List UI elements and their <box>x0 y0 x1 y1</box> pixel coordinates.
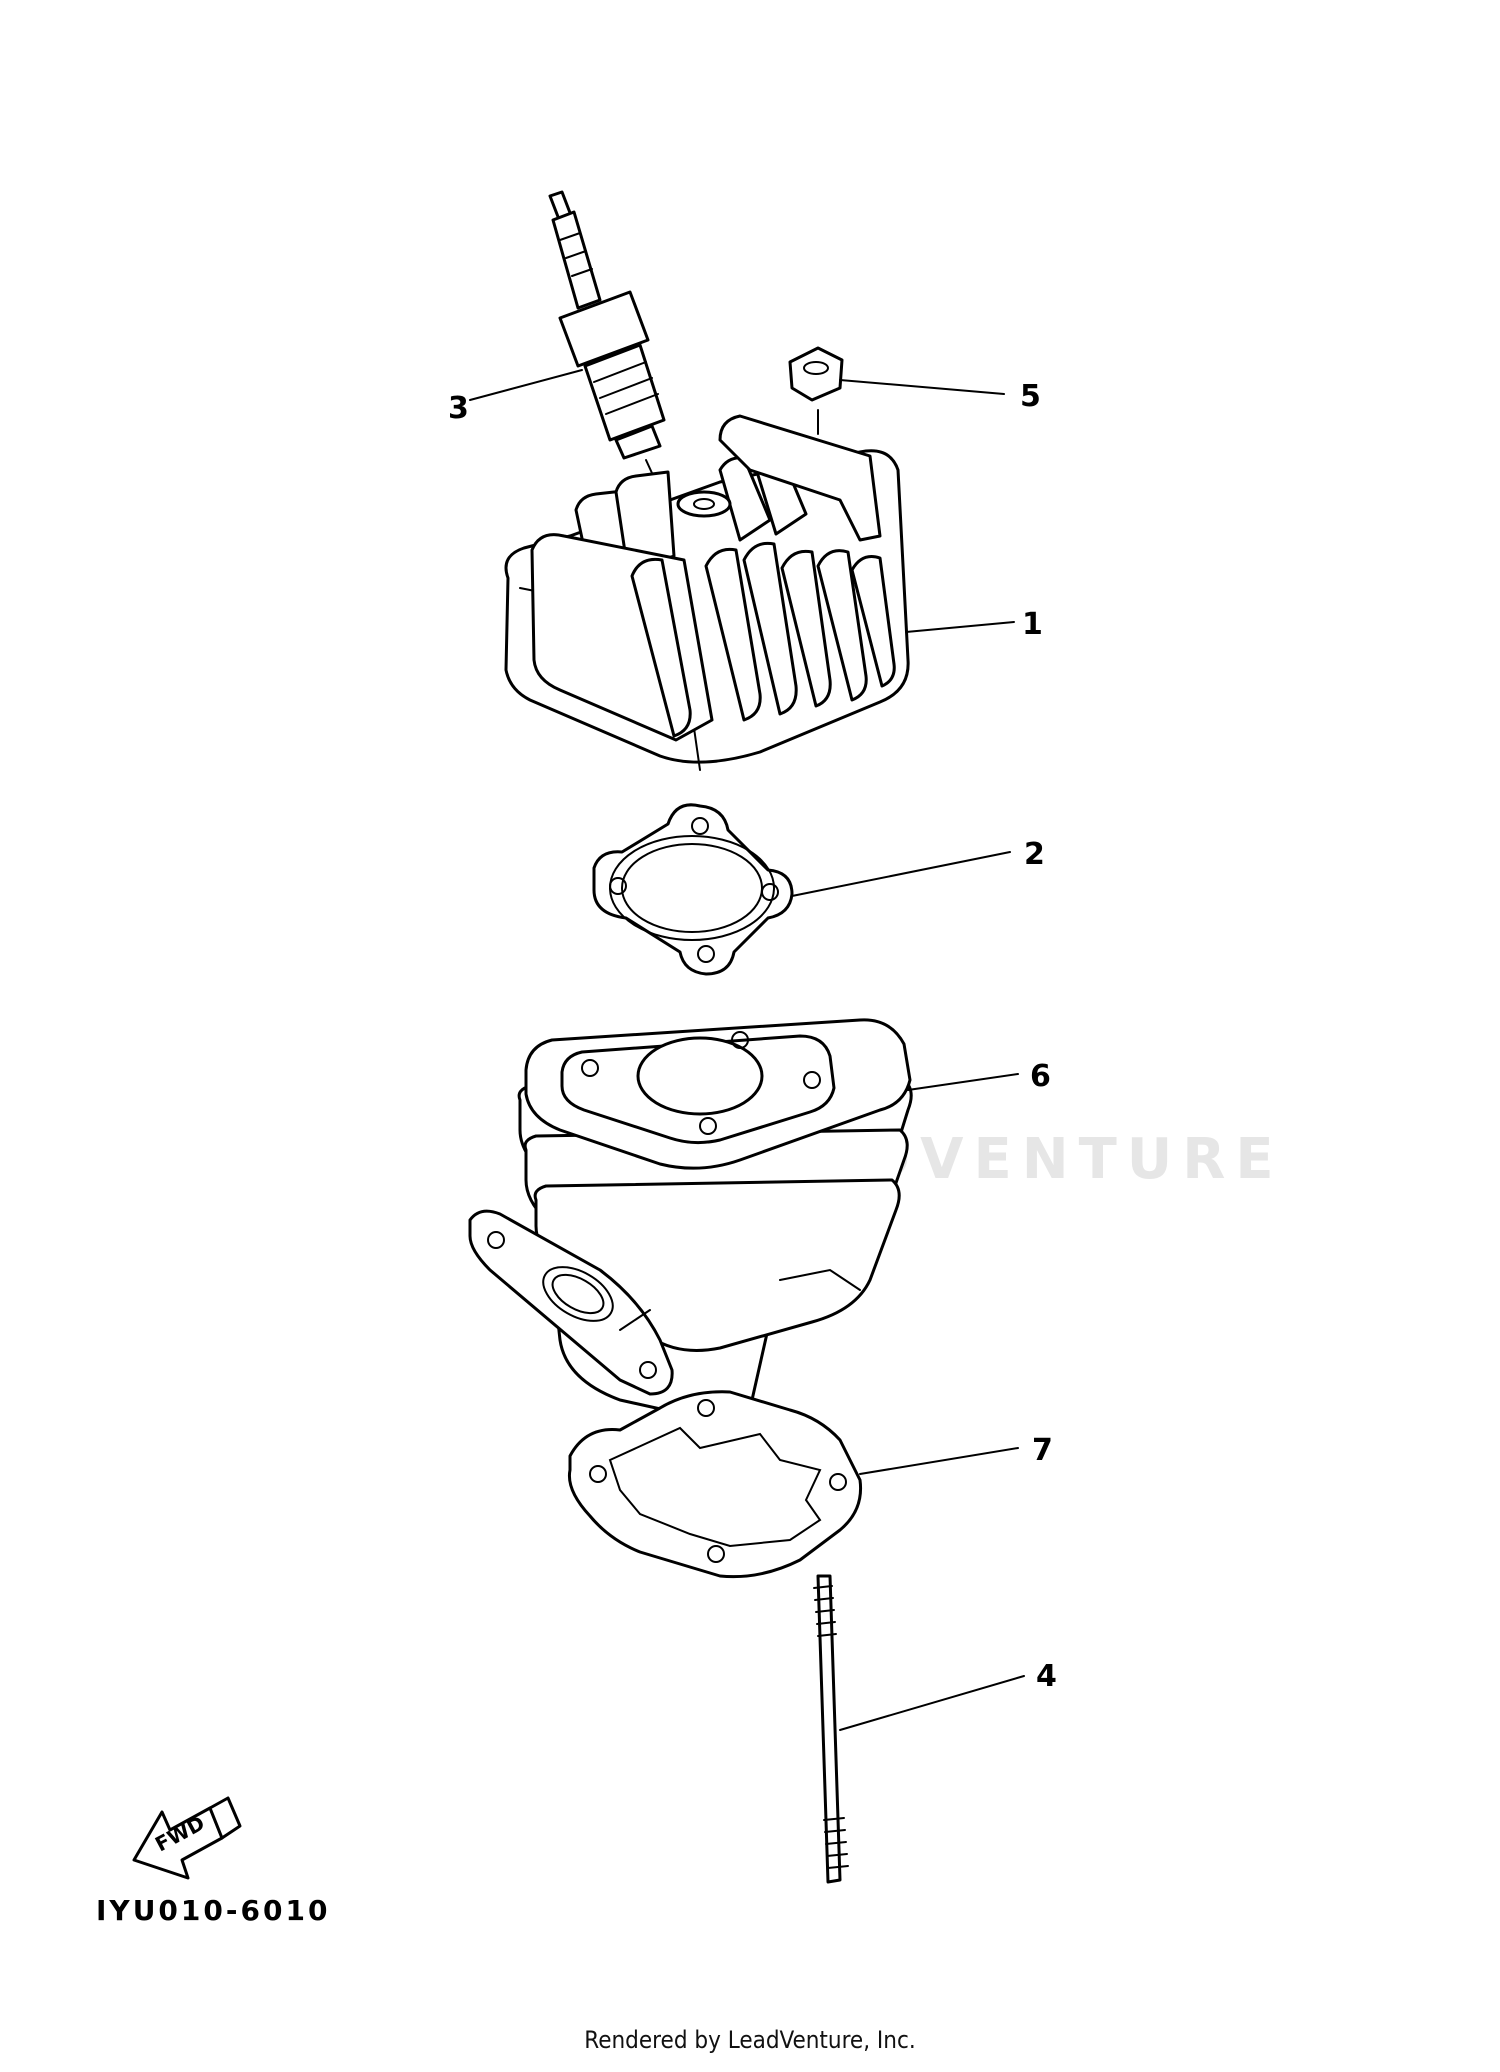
callout-4: 4 <box>1036 1659 1057 1694</box>
part-cylinder[interactable] <box>468 1018 913 1423</box>
callout-5: 5 <box>1020 379 1041 414</box>
diagram-code: IYU010-6010 <box>96 1894 330 1927</box>
part-head-gasket[interactable] <box>592 803 794 976</box>
footer-credit: Rendered by LeadVenture, Inc. <box>584 2026 915 2054</box>
callout-6: 6 <box>1030 1059 1051 1094</box>
callout-7: 7 <box>1032 1433 1053 1468</box>
leader-lines <box>469 369 1025 1731</box>
callouts: 3 5 1 2 6 7 4 <box>448 379 1057 1694</box>
part-spark-plug[interactable] <box>548 190 669 509</box>
callout-1: 1 <box>1022 607 1043 642</box>
part-base-gasket[interactable] <box>567 1390 863 1579</box>
part-cylinder-head[interactable] <box>504 414 910 771</box>
callout-3: 3 <box>448 391 469 426</box>
part-stud-bolt[interactable] <box>813 1574 849 1884</box>
callout-2: 2 <box>1024 837 1045 872</box>
part-nut[interactable] <box>788 346 844 561</box>
fwd-arrow-icon: FWD <box>132 1796 242 1880</box>
